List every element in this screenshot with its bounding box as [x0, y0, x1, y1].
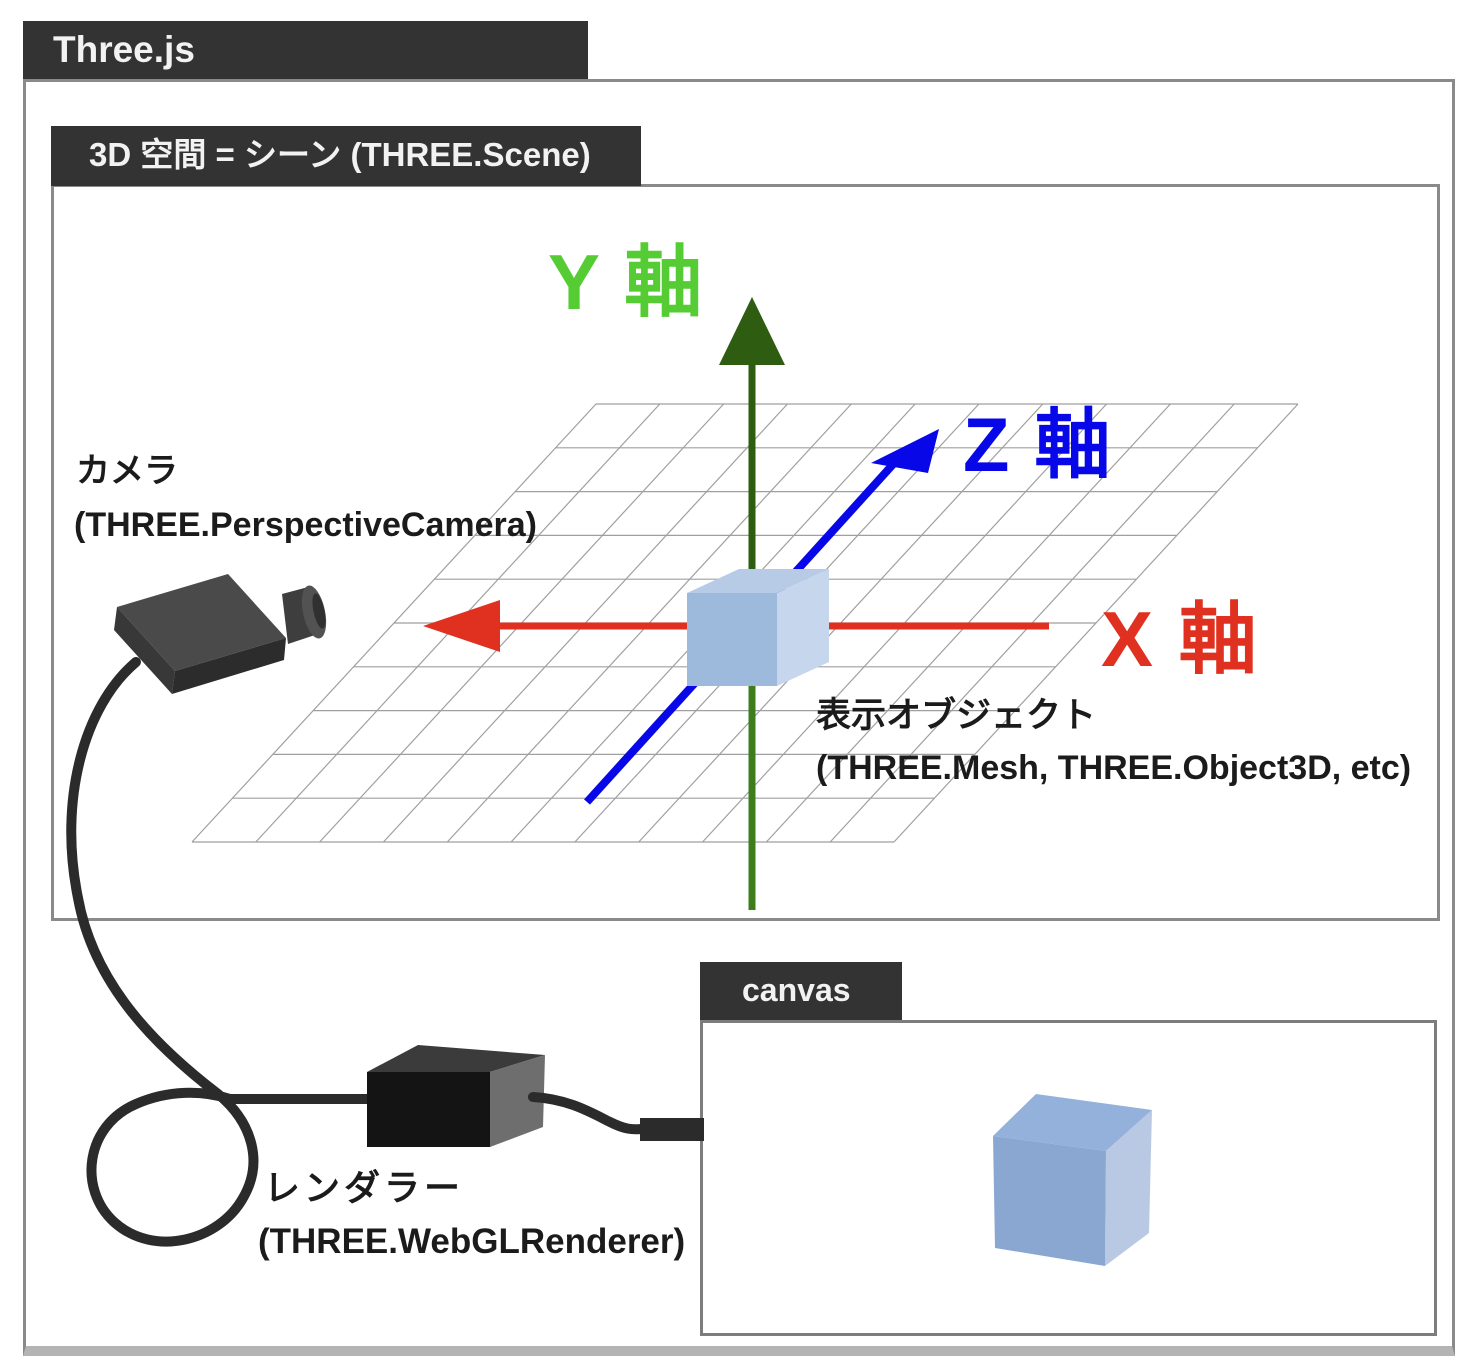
renderer-label-en: (THREE.WebGLRenderer) — [258, 1222, 686, 1261]
canvas-tab: canvas — [700, 962, 902, 1020]
threejs-tab-label: Three.js — [53, 29, 195, 70]
y-axis-label: Y 軸 — [548, 238, 705, 326]
x-axis-label: X 軸 — [1101, 595, 1259, 683]
renderer-label-jp: レンダラー — [264, 1167, 465, 1208]
camera-label-en: (THREE.PerspectiveCamera) — [74, 506, 537, 544]
canvas-box — [700, 1020, 1437, 1336]
display-object-label-en: (THREE.Mesh, THREE.Object3D, etc) — [816, 749, 1412, 787]
canvas-tab-label: canvas — [742, 972, 851, 1008]
scene-tab: 3D 空間 = シーン (THREE.Scene) — [51, 126, 641, 186]
scene-box — [51, 184, 1440, 921]
display-object-label-jp: 表示オブジェクト — [816, 696, 1097, 735]
threejs-tab: Three.js — [23, 21, 588, 79]
z-axis-label: Z 軸 — [963, 403, 1113, 488]
camera-label-jp: カメラ — [76, 452, 178, 490]
scene-tab-label: 3D 空間 = シーン (THREE.Scene) — [89, 136, 591, 173]
